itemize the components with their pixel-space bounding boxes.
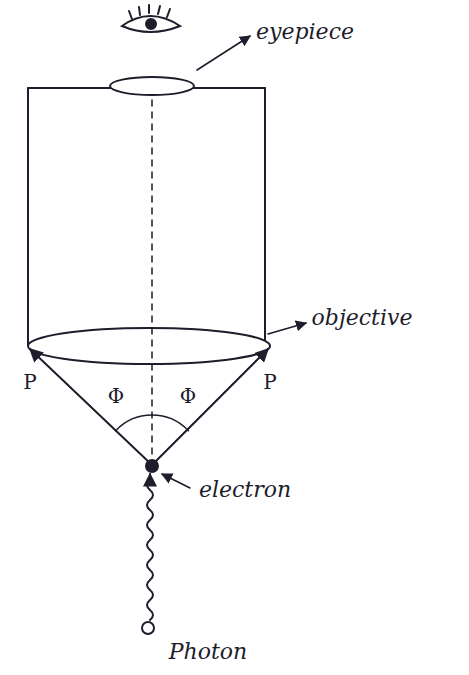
scattered-ray xyxy=(152,349,268,465)
part-label: electron xyxy=(199,478,291,502)
photon-wave xyxy=(147,474,153,620)
electron-dot xyxy=(146,460,158,472)
scattered-ray xyxy=(30,349,152,465)
eye xyxy=(122,16,180,32)
angle-label: Φ xyxy=(180,385,196,407)
part-label: Photon xyxy=(169,640,247,664)
objective-lens xyxy=(28,328,270,364)
leader-line xyxy=(268,323,306,334)
eye-pupil xyxy=(146,19,156,29)
tube-wall xyxy=(264,88,266,345)
part-label: eyepiece xyxy=(256,20,354,44)
leader-line xyxy=(162,474,190,488)
leader-line xyxy=(197,36,250,70)
tube-wall xyxy=(27,88,29,345)
eye-lashes xyxy=(129,5,170,19)
angle-arc xyxy=(152,415,188,431)
angle-arc xyxy=(116,415,152,431)
part-label: objective xyxy=(312,306,413,330)
angle-label: Φ xyxy=(108,385,124,407)
photon-source xyxy=(142,622,154,634)
point-label: P xyxy=(23,371,36,393)
optical-axis xyxy=(151,100,153,460)
point-label: P xyxy=(263,371,276,393)
eyepiece-lens xyxy=(110,77,194,95)
